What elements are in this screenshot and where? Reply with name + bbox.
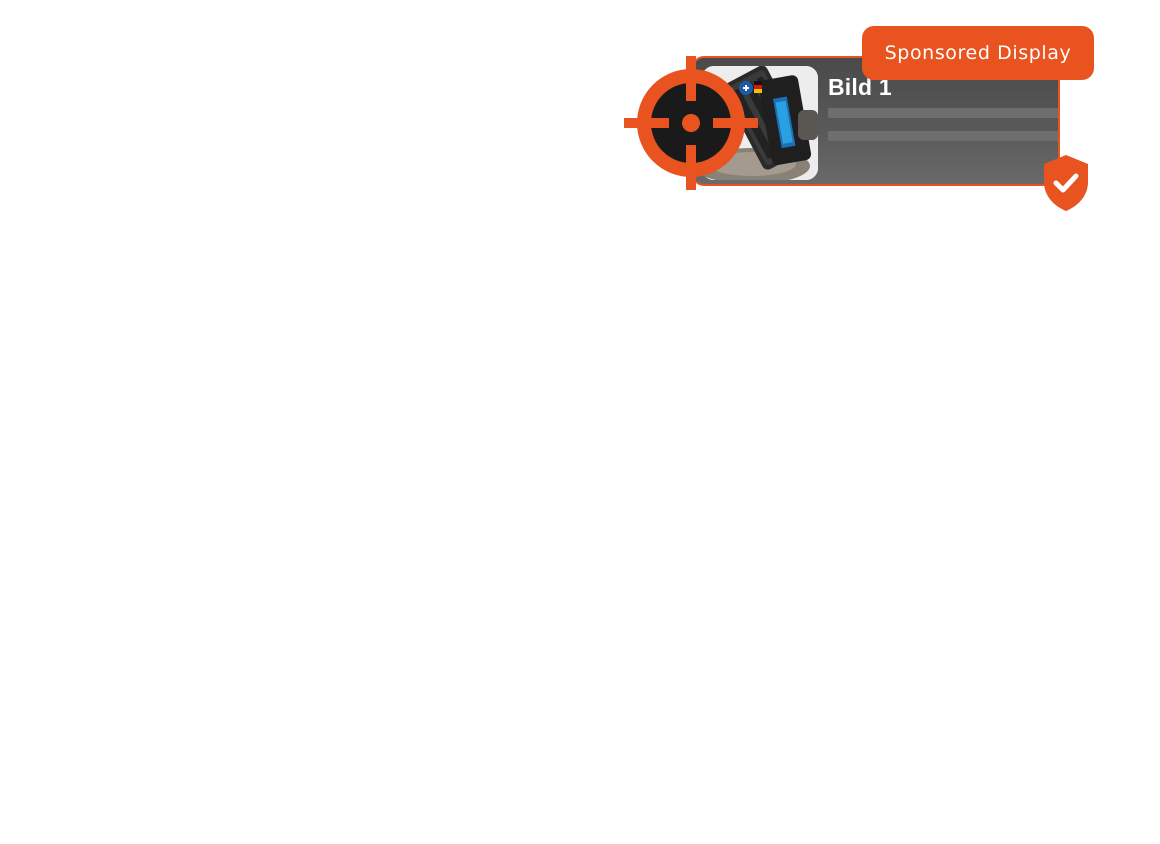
ad-text-placeholder-line [828,131,1058,141]
crosshair-target-icon [624,56,758,190]
shield-check-icon [1044,155,1088,211]
sponsored-display-badge: Sponsored Display [862,26,1094,80]
ad-text-placeholder-line [828,108,1058,118]
